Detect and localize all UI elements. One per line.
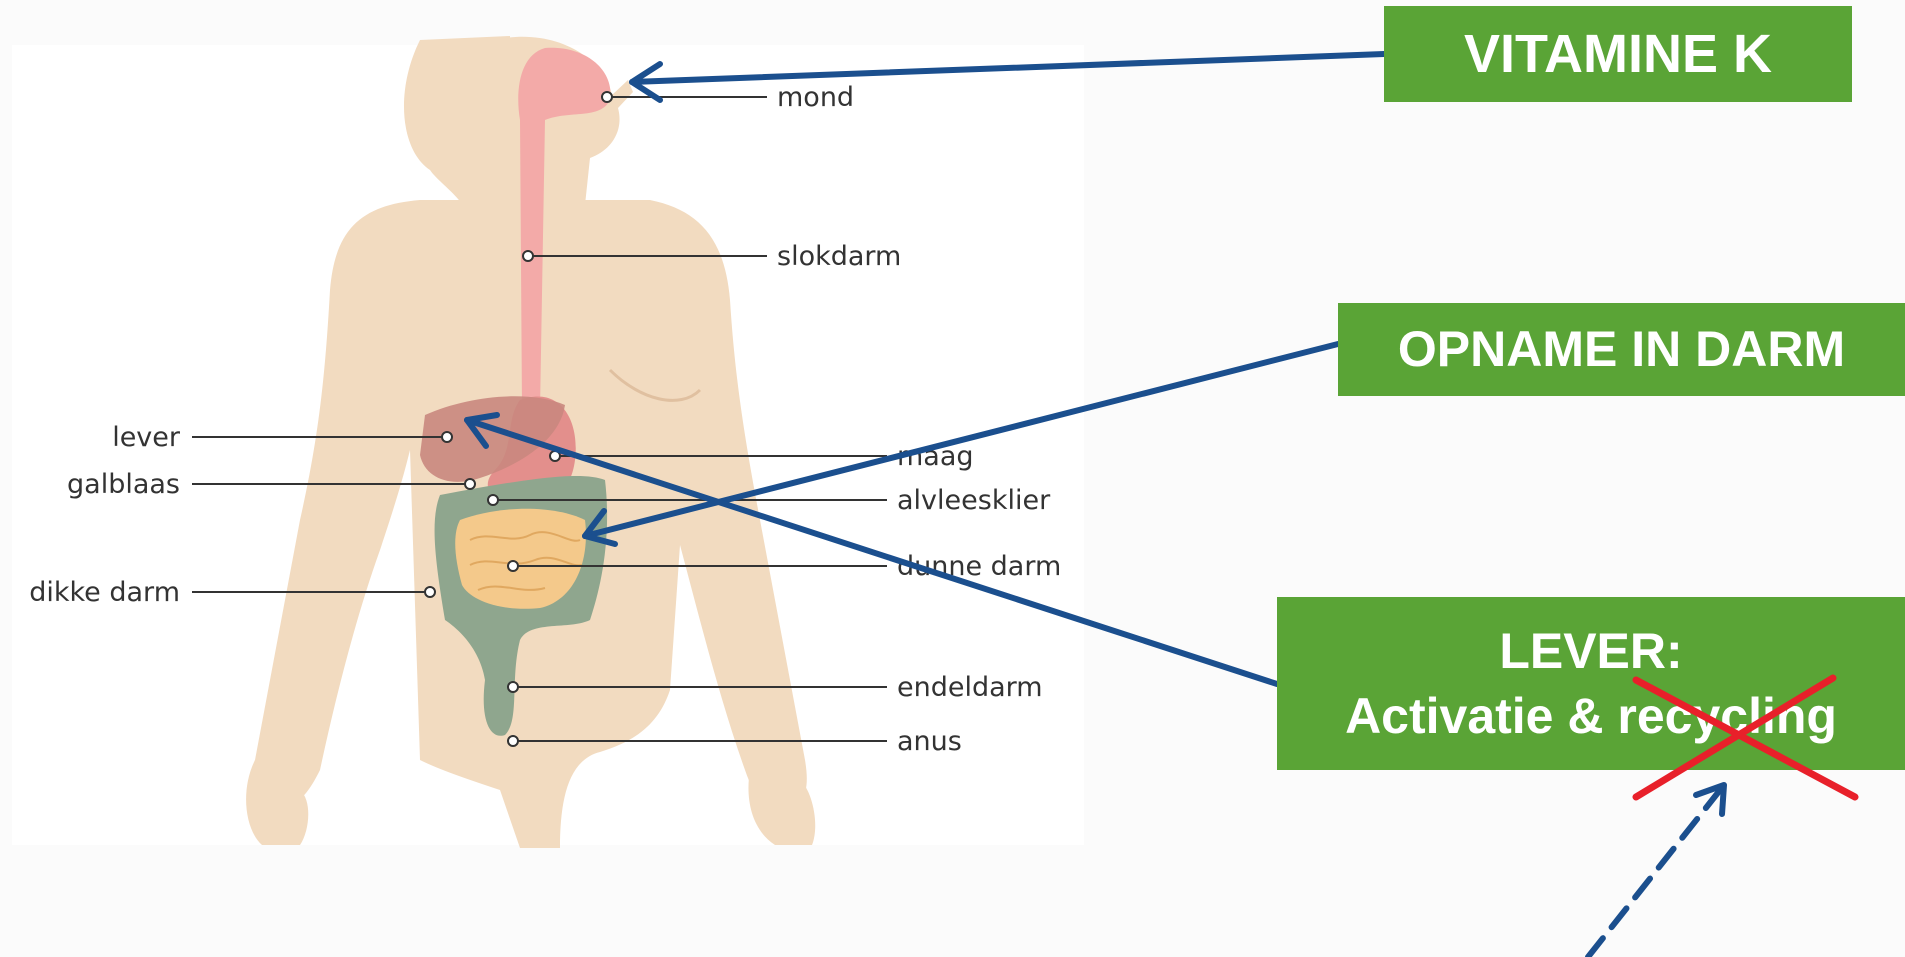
dashed-arrow-icon xyxy=(1588,785,1724,957)
label-galblaas: galblaas xyxy=(67,469,180,500)
lever-title: LEVER: xyxy=(1499,619,1682,684)
lever-box: LEVER: Activatie & recycling xyxy=(1277,597,1905,770)
opname-text: OPNAME IN DARM xyxy=(1398,317,1845,382)
label-alvleesklier: alvleesklier xyxy=(897,485,1051,516)
opname-in-darm-box: OPNAME IN DARM xyxy=(1338,303,1905,396)
label-slokdarm: slokdarm xyxy=(777,241,901,272)
label-endeldarm: endeldarm xyxy=(897,672,1043,703)
label-dikke-darm: dikke darm xyxy=(29,577,180,608)
label-mond: mond xyxy=(777,82,854,113)
vitamine-k-box: VITAMINE K xyxy=(1384,6,1852,102)
lever-subtitle: Activatie & recycling xyxy=(1345,684,1837,749)
label-anus: anus xyxy=(897,726,962,757)
label-lever: lever xyxy=(112,422,181,453)
vitamine-k-text: VITAMINE K xyxy=(1464,19,1772,89)
